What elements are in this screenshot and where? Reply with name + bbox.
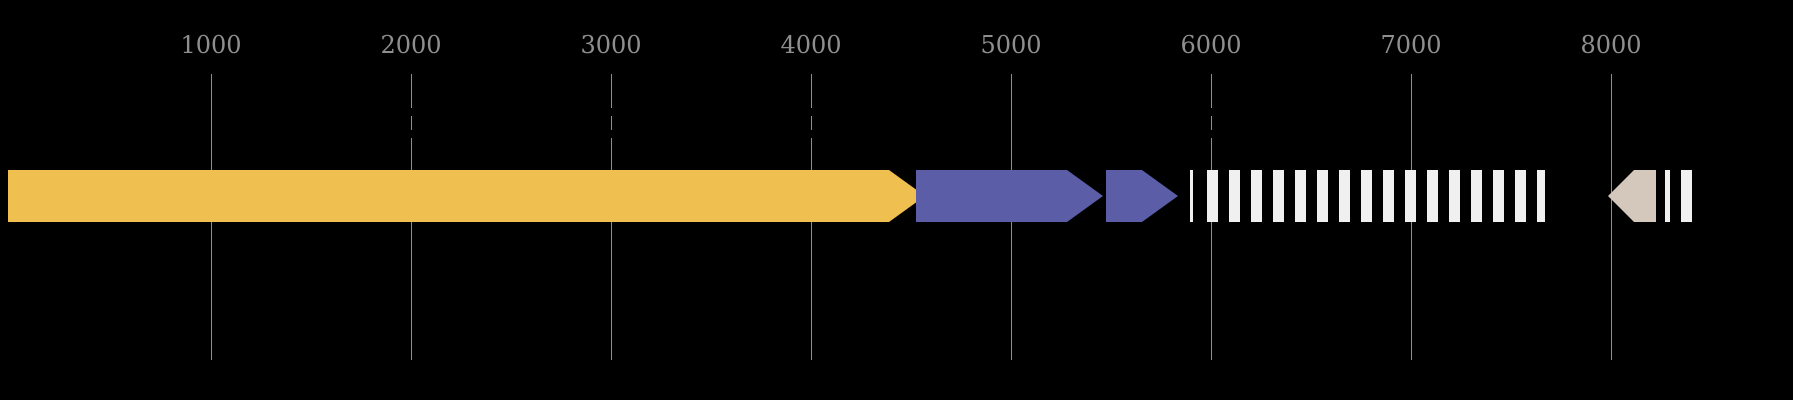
- feature-box[interactable]: [1664, 170, 1702, 222]
- feature-arrow-left[interactable]: [1608, 170, 1656, 222]
- gridline: [1611, 74, 1613, 360]
- axis-tick-label: 5000: [980, 31, 1042, 59]
- axis-tick-label: 2000: [380, 31, 442, 59]
- feature-body: [8, 170, 925, 222]
- axis-tick-label: 3000: [580, 31, 642, 59]
- feature-arrow-right[interactable]: [916, 170, 1103, 222]
- feature-body: [1664, 170, 1702, 222]
- feature-box[interactable]: [1190, 170, 1545, 222]
- feature-body: [1106, 170, 1178, 222]
- feature-arrow-right[interactable]: [8, 170, 925, 222]
- axis-tick-label: 7000: [1380, 31, 1442, 59]
- feature-body: [1190, 170, 1545, 222]
- axis-tick-label: 4000: [780, 31, 842, 59]
- axis-tick-label: 6000: [1180, 31, 1242, 59]
- axis-tick-label: 8000: [1580, 31, 1642, 59]
- feature-arrow-right[interactable]: [1106, 170, 1178, 222]
- feature-body: [916, 170, 1103, 222]
- axis-tick-label: 1000: [180, 31, 242, 59]
- feature-body: [1608, 170, 1656, 222]
